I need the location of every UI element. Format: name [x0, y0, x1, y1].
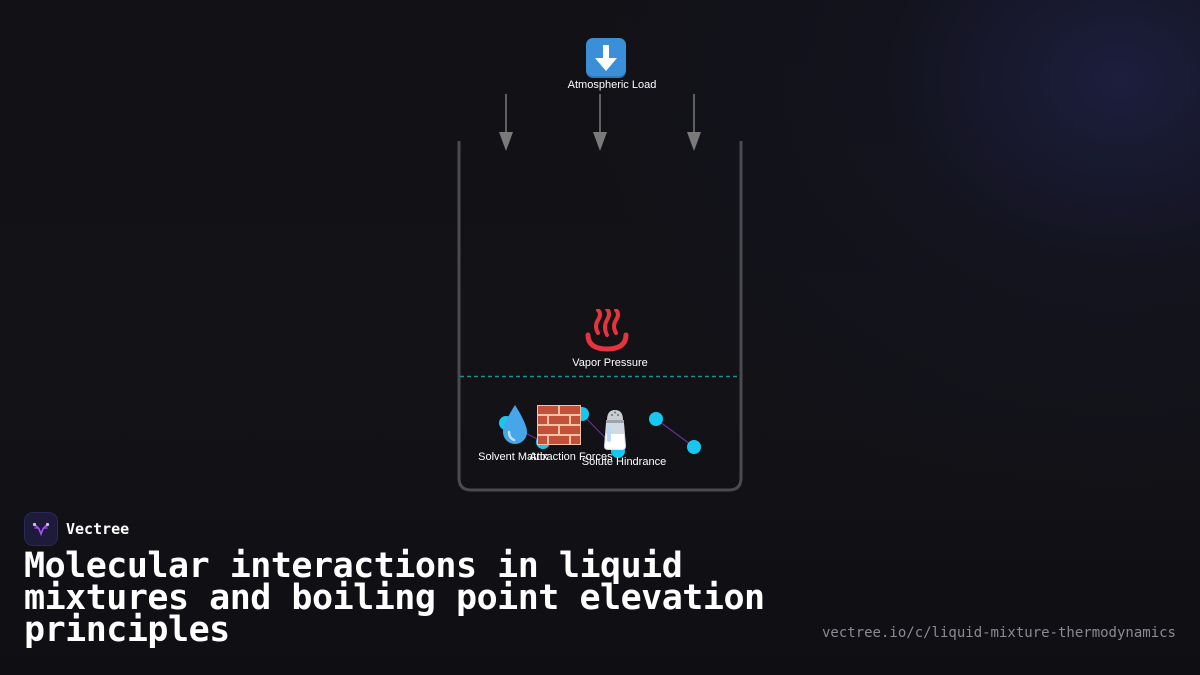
- container-outline: [457, 141, 743, 492]
- salt-shaker-icon: [600, 408, 630, 455]
- vectree-logo-icon: [24, 512, 58, 546]
- page-title: Molecular interactions in liquid mixture…: [24, 546, 765, 650]
- hot-springs-glyph: [585, 307, 629, 352]
- pressure-arrows: [499, 94, 701, 151]
- brick-wall-icon: [537, 405, 581, 448]
- vectree-logo-glyph: [32, 522, 50, 537]
- boiling-point-diagram: Atmospheric Load Vapor Pressure Solvent …: [457, 38, 743, 492]
- molecule: [649, 412, 663, 426]
- brand-name: Vectree: [66, 520, 130, 538]
- brand: Vectree: [24, 512, 129, 546]
- solute-hindrance-label: Solute Hindrance: [581, 456, 667, 468]
- down-arrow-icon: [586, 38, 626, 78]
- salt-shaker-glyph: [604, 410, 626, 450]
- pressure-arrow: [687, 94, 701, 151]
- down-arrow-glyph: [595, 45, 617, 71]
- attraction-forces-label: Attraction Forces: [529, 451, 613, 463]
- hot-springs-icon: [584, 307, 630, 356]
- brick-wall-glyph: [537, 405, 581, 445]
- pressure-arrow: [593, 94, 607, 151]
- pressure-arrow: [499, 94, 513, 151]
- page-url: vectree.io/c/liquid-mixture-thermodynami…: [821, 625, 1176, 641]
- droplet-glyph: [503, 405, 527, 444]
- solvent-matrix-label: Solvent Matrix: [478, 451, 548, 463]
- droplet-icon: [500, 404, 530, 449]
- vapor-pressure-label: Vapor Pressure: [572, 357, 648, 369]
- atmospheric-load-label: Atmospheric Load: [567, 79, 657, 91]
- molecule: [687, 440, 701, 454]
